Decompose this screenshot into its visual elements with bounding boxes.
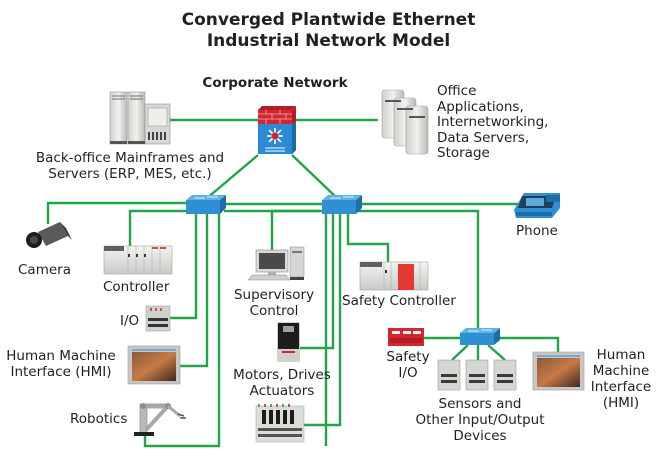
io-module-icon[interactable] (145, 305, 171, 332)
camera-icon[interactable] (26, 222, 72, 248)
label-motors-line-2: Actuators (249, 383, 315, 399)
label-safety-io: Safety I/O (382, 349, 434, 381)
wire-io (170, 214, 198, 320)
lower-right-switch-icon[interactable] (460, 328, 500, 345)
drive-icon[interactable] (277, 322, 300, 362)
robot-arm-icon[interactable] (134, 403, 186, 436)
label-supervisory-line-2: Control (249, 303, 299, 319)
wire-firewall-left-switch (205, 154, 259, 200)
label-io: I/O (120, 313, 140, 329)
label-supervisory-line-1: Supervisory (233, 287, 315, 303)
label-office-apps: Office Applications, Internetworking, Da… (437, 83, 549, 162)
label-corporate-network: Corporate Network (202, 75, 348, 91)
hmi-panel-right-icon[interactable] (532, 351, 585, 391)
label-hmi-left: Human Machine Interface (HMI) (0, 348, 122, 380)
label-motors: Motors, Drives Actuators (222, 367, 342, 399)
label-safety-io-line-2: I/O (398, 365, 418, 381)
label-supervisory: Supervisory Control (226, 287, 322, 319)
title-line-1: Converged Plantwide Ethernet (181, 10, 476, 30)
plc-controller-icon[interactable] (103, 245, 173, 275)
label-hmi-left-line-2: Interface (HMI) (10, 364, 112, 380)
wire-motors (300, 214, 335, 350)
title-line-2: Industrial Network Model (206, 31, 451, 51)
label-sensors: Sensors and Other Input/Output Devices (400, 396, 560, 444)
label-safety-controller: Safety Controller (342, 293, 456, 309)
wire-safety-controller (346, 214, 390, 262)
mainframe-server-icon[interactable] (109, 91, 171, 145)
ip-phone-icon[interactable] (514, 193, 560, 218)
wire-lower-switch (358, 209, 480, 332)
label-sensors-line-3: Devices (453, 428, 507, 444)
server-stack-icon[interactable] (381, 89, 429, 155)
left-switch-icon[interactable] (186, 195, 226, 214)
wire-hmi-right (494, 336, 560, 352)
label-office-apps-line-3: Internetworking, (437, 114, 549, 130)
label-motors-line-1: Motors, Drives (233, 367, 331, 383)
wires (46, 118, 560, 448)
label-office-apps-line-1: Office (437, 83, 477, 99)
wire-sensor-1 (451, 344, 469, 361)
label-sensors-line-2: Other Input/Output (415, 412, 545, 428)
label-office-apps-line-2: Applications, (437, 98, 524, 115)
hmi-panel-icon[interactable] (127, 345, 181, 385)
label-back-office-line-1: Back-office Mainframes and (35, 150, 225, 166)
label-back-office-line-2: Servers (ERP, MES, etc.) (48, 166, 212, 182)
wire-hmi-left (180, 214, 209, 368)
actuator-modules-icon[interactable] (255, 404, 305, 443)
label-hmi-right-line-2: Machine (592, 363, 650, 379)
workstation-icon[interactable] (247, 246, 305, 281)
wire-actuators (304, 214, 342, 427)
label-office-apps-line-4: Data Servers, (437, 129, 530, 146)
wire-supervisory (270, 209, 320, 250)
label-sensors-line-1: Sensors and (438, 396, 522, 412)
label-hmi-left-line-1: Human Machine (6, 348, 116, 364)
diagram-title: Converged Plantwide Ethernet Industrial … (0, 10, 657, 52)
wire-robotics (143, 214, 221, 448)
wire-sensor-3 (487, 344, 506, 361)
label-phone: Phone (516, 223, 558, 239)
label-hmi-right-line-4: (HMI) (602, 395, 640, 411)
label-camera: Camera (18, 262, 71, 278)
label-hmi-right-line-1: Human (596, 347, 646, 363)
wire-controller (128, 209, 186, 246)
label-controller: Controller (103, 279, 170, 295)
safety-io-icon[interactable] (388, 328, 424, 346)
wire-firewall-center-switch (291, 154, 339, 200)
label-robotics: Robotics (70, 411, 128, 427)
label-hmi-right: Human Machine Interface (HMI) (586, 347, 656, 411)
safety-plc-icon[interactable] (359, 261, 429, 291)
center-switch-icon[interactable] (322, 195, 362, 214)
label-back-office: Back-office Mainframes and Servers (ERP,… (20, 150, 240, 182)
label-safety-io-line-1: Safety (386, 349, 430, 365)
io-block-icon[interactable] (437, 359, 517, 391)
label-hmi-right-line-3: Interface (590, 379, 652, 395)
label-office-apps-line-5: Storage (437, 145, 490, 161)
firewall-router-icon[interactable] (258, 106, 296, 154)
wire-camera (46, 201, 186, 224)
